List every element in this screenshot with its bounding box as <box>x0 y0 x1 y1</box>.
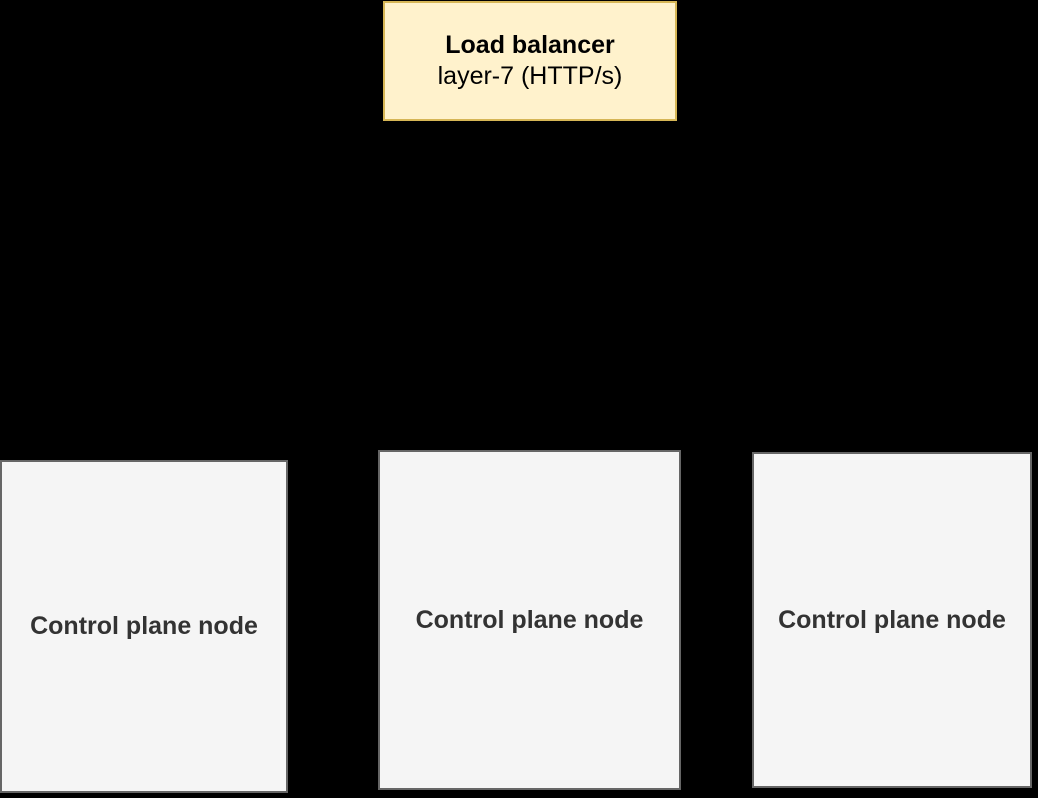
load-balancer-title: Load balancer <box>445 31 615 59</box>
load-balancer-box: Load balancer layer-7 (HTTP/s) <box>383 1 677 121</box>
control-plane-node-label-2: Control plane node <box>415 605 644 634</box>
control-plane-node-box-1: Control plane node <box>0 460 288 793</box>
control-plane-node-box-3: Control plane node <box>752 452 1032 788</box>
load-balancer-subtitle: layer-7 (HTTP/s) <box>437 62 623 90</box>
control-plane-node-label-1: Control plane node <box>30 612 258 640</box>
control-plane-node-box-2: Control plane node <box>378 450 681 790</box>
control-plane-node-label-3: Control plane node <box>778 605 1006 634</box>
